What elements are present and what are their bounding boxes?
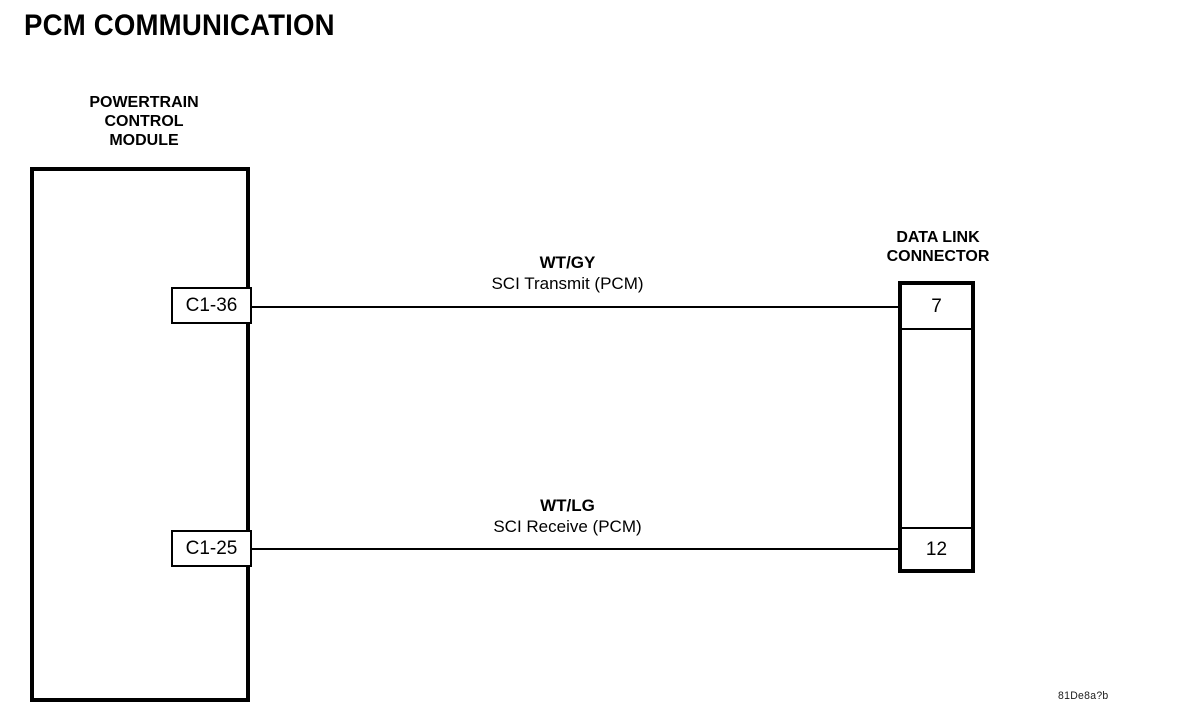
wire-circuit-name-sci-transmit: SCI Transmit (PCM) [491, 274, 644, 293]
data-link-connector-box: 7 12 [898, 281, 975, 573]
wire-label-sci-transmit: WT/GY SCI Transmit (PCM) [400, 252, 735, 294]
page-title: PCM COMMUNICATION [24, 9, 335, 42]
wire-label-sci-receive: WT/LG SCI Receive (PCM) [400, 495, 735, 537]
wire-color-code-sci-transmit: WT/GY [539, 253, 596, 272]
pcm-label: POWERTRAIN CONTROL MODULE [89, 94, 199, 149]
pcm-pin-c1-25: C1-25 [171, 530, 252, 567]
wire-color-code-sci-receive: WT/LG [540, 496, 595, 515]
figure-id-watermark: 81De8a?b [1058, 690, 1109, 702]
data-link-connector-label: DATA LINK CONNECTOR [886, 229, 990, 265]
powertrain-control-module-box [30, 167, 250, 702]
wire-circuit-name-sci-receive: SCI Receive (PCM) [493, 517, 642, 536]
dlc-pin-12: 12 [902, 529, 971, 569]
pcm-pin-c1-36: C1-36 [171, 287, 252, 324]
dlc-pin-empty [902, 330, 971, 529]
dlc-pin-7: 7 [902, 285, 971, 330]
wire-sci-receive [250, 548, 900, 550]
wire-sci-transmit [250, 306, 900, 308]
